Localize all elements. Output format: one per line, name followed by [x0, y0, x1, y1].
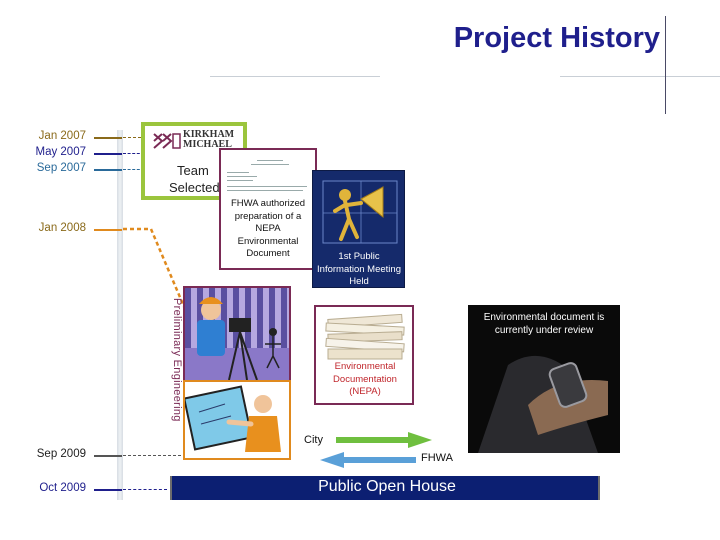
team-selected-line2: Selected	[169, 180, 220, 195]
wristwatch-icon	[478, 355, 608, 453]
tick-may-2007	[94, 153, 122, 155]
page-title: Project History	[453, 22, 660, 54]
doc-text-line	[251, 164, 289, 165]
date-jan-2007: Jan 2007	[38, 130, 86, 142]
logo-wordmark: KIRKHAM MICHAEL	[183, 130, 234, 150]
nepa-documentation-card: Environmental Documentation (NEPA)	[314, 305, 414, 405]
team-selected-line1: Team	[177, 163, 209, 178]
arrow-right-icon	[336, 432, 432, 448]
date-oct-2009: Oct 2009	[39, 482, 86, 494]
timeline-bar	[117, 130, 123, 500]
doc-text-line	[227, 180, 253, 181]
title-rule-left	[210, 76, 380, 77]
fhwa-label: FHWA	[421, 452, 453, 464]
public-open-house-label: Public Open House	[318, 478, 456, 495]
paper-stack-icon	[325, 313, 405, 360]
doc-text-line	[227, 190, 303, 191]
doc-text-line	[227, 176, 257, 177]
title-vertical-rule	[665, 16, 666, 114]
public-meeting-caption: 1st Public Information Meeting Held	[315, 251, 403, 287]
tick-oct-2009	[94, 489, 122, 491]
preliminary-engineering-label: Preliminary Engineering	[171, 298, 183, 422]
tick-sep-2007	[94, 169, 122, 171]
date-sep-2007: Sep 2007	[36, 162, 86, 174]
doc-text-line	[227, 186, 307, 187]
megaphone-figure-icon	[322, 180, 398, 244]
surveyor-icon	[185, 297, 289, 380]
connector-oct-2009	[123, 489, 167, 490]
tick-jan-2007	[94, 137, 122, 139]
connector-jan-2007	[123, 137, 151, 138]
date-may-2007: May 2007	[35, 146, 86, 158]
date-jan-2008: Jan 2008	[38, 222, 86, 234]
tick-sep-2009	[94, 455, 122, 457]
logo-wordmark-line2: MICHAEL	[183, 139, 232, 150]
doc-text-line	[227, 172, 249, 173]
public-meeting-card: 1st Public Information Meeting Held	[312, 170, 405, 288]
kirkham-michael-logo-icon	[153, 133, 181, 149]
public-open-house-bar: Public Open House	[170, 476, 600, 500]
connector-may-2007	[123, 153, 149, 154]
fhwa-authorization-caption: FHWA authorized preparation of a NEPA En…	[230, 198, 306, 259]
connector-sep-2009	[123, 455, 181, 456]
team-selected-text: Team Selected	[169, 162, 220, 196]
connector-jan-2008	[123, 227, 187, 310]
arrow-left-icon	[320, 452, 416, 468]
drafter-icon	[185, 385, 281, 452]
connector-sep-2007	[123, 169, 149, 170]
logo-wordmark-line1: KIRKHAM	[183, 129, 235, 140]
under-review-card: Environmental document is currently unde…	[468, 305, 620, 453]
title-rule-right	[560, 76, 720, 77]
under-review-caption: Environmental document is currently unde…	[483, 312, 605, 336]
city-label: City	[304, 434, 323, 446]
fhwa-authorization-card: FHWA authorized preparation of a NEPA En…	[219, 148, 317, 270]
engineering-camera-image	[183, 286, 291, 382]
tick-jan-2008	[94, 229, 122, 231]
date-sep-2009: Sep 2009	[36, 448, 86, 460]
doc-text-line	[257, 160, 283, 161]
nepa-documentation-caption: Environmental Documentation (NEPA)	[333, 361, 397, 397]
engineering-drafting-image	[183, 380, 291, 460]
public-meeting-caption-text: 1st Public Information Meeting Held	[317, 251, 401, 287]
